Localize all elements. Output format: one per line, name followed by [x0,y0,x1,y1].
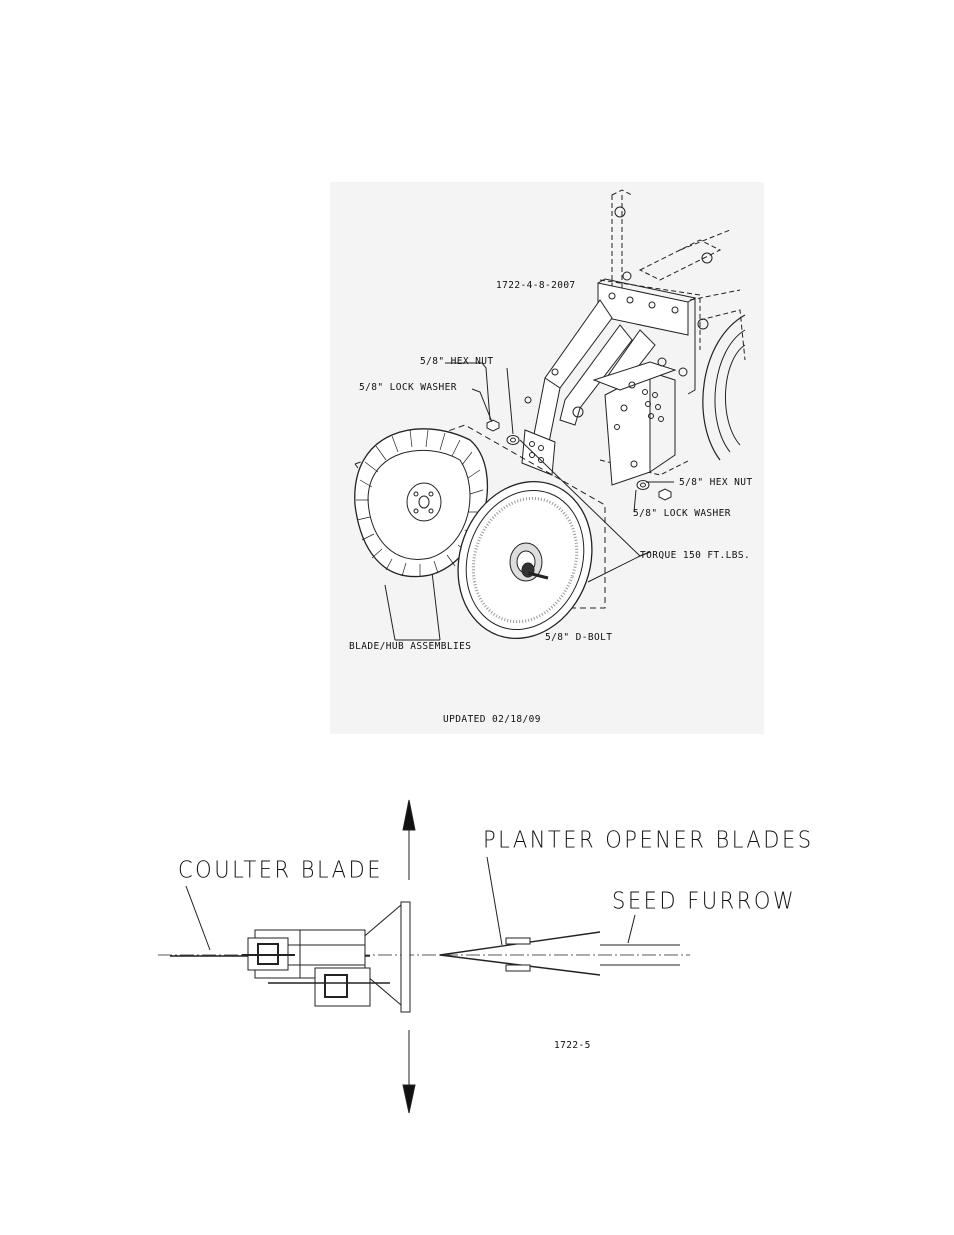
upper-isometric-drawing [355,190,745,657]
coulter-blade-label: COULTER BLADE [178,857,383,883]
hex-nut-right-label: 5/8" HEX NUT [679,477,752,488]
hex-nut-left-label: 5/8" HEX NUT [420,356,493,367]
d-bolt-label: 5/8" D-BOLT [545,632,612,643]
lock-washer-right-label: 5/8" LOCK WASHER [633,508,731,519]
lower-drawing-number: 1722-5 [554,1040,591,1051]
torque-label: TORQUE 150 FT.LBS. [640,550,750,561]
seed-furrow-label: SEED FURROW [612,888,796,914]
lock-washer-left-label: 5/8" LOCK WASHER [359,382,457,393]
upper-drawing-number: 1722-4-8-2007 [496,280,576,291]
updated-label: UPDATED 02/18/09 [443,714,541,725]
blade-hub-label: BLADE/HUB ASSEMBLIES [349,641,471,652]
planter-opener-blades-label: PLANTER OPENER BLADES [483,827,814,853]
